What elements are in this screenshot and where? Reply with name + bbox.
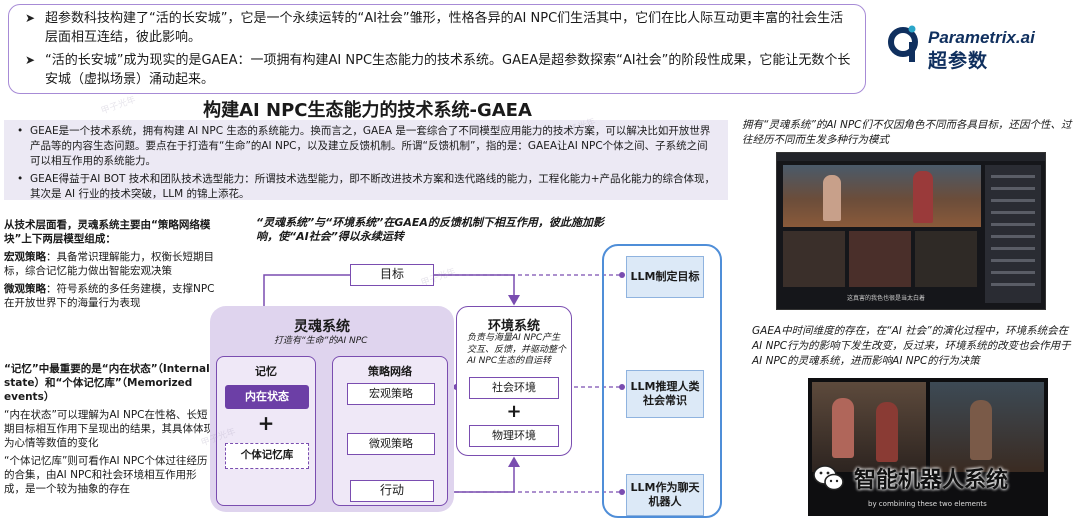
shot1-character-2 bbox=[913, 171, 933, 223]
shot2-subtitle: by combining these two elements bbox=[868, 500, 987, 508]
env-title: 环境系统 bbox=[487, 319, 540, 334]
parametrix-logo: Parametrix.ai 超参数 bbox=[886, 22, 1066, 72]
memory-module: 记忆 内在状态 + 个体记忆库 bbox=[216, 356, 316, 506]
micro-note: 微观策略：符号系统的多任务建模，支撑NPC在开放世界下的海量行为表现 bbox=[4, 282, 216, 310]
shot1-view-1 bbox=[783, 231, 845, 287]
env-plus: + bbox=[506, 401, 522, 422]
shot1-subtitle: 这真害的我色也很是当太白着 bbox=[847, 295, 926, 302]
micro-strategy-box: 微观策略 bbox=[347, 433, 435, 455]
gaea-description: GEAE是一个技术系统，拥有构建 AI NPC 生态的系统能力。换而言之，GAE… bbox=[4, 120, 728, 200]
strategy-intro: 从技术层面看，灵魂系统主要由“策略网络模块”上下两层模型组成： bbox=[4, 219, 211, 245]
gaea-bullet-1: GEAE是一个技术系统，拥有构建 AI NPC 生态的系统能力。换而言之，GAE… bbox=[14, 124, 718, 169]
game-screenshot-2: by combining these two elements bbox=[808, 378, 1048, 516]
shot1-topbar bbox=[777, 153, 1045, 161]
shot2-frame-1 bbox=[812, 382, 926, 472]
wechat-icon bbox=[813, 465, 844, 491]
shot1-view-3 bbox=[915, 231, 977, 287]
gaea-diagram: “灵魂系统”与“环境系统”在GAEA的反馈机制下相互作用，彼此施加影响，使“AI… bbox=[210, 206, 730, 520]
social-env-box: 社会环境 bbox=[469, 377, 559, 399]
logo-chinese: 超参数 bbox=[928, 50, 989, 72]
memory-title: “记忆”中最重要的是“内在状态”（Internal state）和“个体记忆库”… bbox=[4, 363, 210, 403]
intro-bullet-1: 超参数科技构建了“活的长安城”，它是一个永续运转的“AI社会”雏形，性格各异的A… bbox=[23, 9, 851, 47]
env-subtitle: 负责与海量AI NPC产生交互、反馈，并驱动整个AI NPC生态的自运转 bbox=[467, 333, 567, 366]
shot1-scene bbox=[783, 165, 981, 227]
macro-text: ：具备常识理解能力，权衡长短期目标，综合记忆能力做出智能宏观决策 bbox=[4, 251, 214, 277]
internal-state-box: 内在状态 bbox=[225, 385, 309, 409]
llm-reasoning-box: LLM推理人类社会常识 bbox=[626, 370, 704, 418]
llm-chatbot-box: LLM作为聊天机器人 bbox=[626, 474, 704, 516]
logo-english: Parametrix.ai bbox=[928, 28, 1035, 47]
soul-title: 灵魂系统 bbox=[294, 319, 350, 335]
section-title: 构建AI NPC生态能力的技术系统-GAEA bbox=[203, 100, 532, 121]
memory-title: 记忆 bbox=[255, 365, 277, 378]
llm-column: LLM制定目标 LLM推理人类社会常识 LLM作为聊天机器人 bbox=[602, 244, 722, 518]
internal-state-note: “内在状态”可以理解为AI NPC在性格、长短期目标相互作用下呈现出的结果，其具… bbox=[4, 409, 214, 449]
memory-bank-box: 个体记忆库 bbox=[225, 443, 309, 469]
macro-note: 宏观策略：具备常识理解能力，权衡长短期目标，综合记忆能力做出智能宏观决策 bbox=[4, 250, 216, 278]
micro-label: 微观策略 bbox=[4, 283, 46, 295]
macro-label: 宏观策略 bbox=[4, 251, 46, 263]
shot2-figure-1 bbox=[832, 398, 854, 458]
wechat-text: 智能机器人系统 bbox=[854, 468, 1009, 493]
intro-box: 超参数科技构建了“活的长安城”，它是一个永续运转的“AI社会”雏形，性格各异的A… bbox=[8, 4, 866, 94]
shot1-side-panel bbox=[985, 165, 1041, 303]
shot1-character-1 bbox=[823, 175, 841, 221]
shot2-figure-3 bbox=[970, 400, 992, 460]
memory-plus: + bbox=[257, 411, 275, 435]
llm-goal-box: LLM制定目标 bbox=[626, 256, 704, 298]
strategy-title: 策略网络 bbox=[368, 365, 412, 378]
shot2-frame-2 bbox=[930, 382, 1044, 472]
soul-subtitle: 打造有“生命”的AI NPC bbox=[274, 336, 368, 346]
diagram-caption: “灵魂系统”与“环境系统”在GAEA的反馈机制下相互作用，彼此施加影响，使“AI… bbox=[256, 216, 604, 243]
goal-box: 目标 bbox=[350, 264, 434, 286]
shot1-lower-views bbox=[783, 231, 981, 303]
strategy-notes: 从技术层面看，灵魂系统主要由“策略网络模块”上下两层模型组成： 宏观策略：具备常… bbox=[4, 218, 216, 314]
memory-notes: “记忆”中最重要的是“内在状态”（Internal state）和“个体记忆库”… bbox=[4, 362, 216, 500]
macro-strategy-box: 宏观策略 bbox=[347, 383, 435, 405]
intro-bullet-2: “活的长安城”成为现实的是GAEA：一项拥有构建AI NPC生态能力的技术系统。… bbox=[23, 51, 851, 89]
soul-system: 灵魂系统 打造有“生命”的AI NPC 记忆 内在状态 + 个体记忆库 策略网络… bbox=[210, 306, 454, 512]
right-caption-2: GAEA中时间维度的存在，在“AI 社会”的演化过程中，环境系统会在AI NPC… bbox=[752, 325, 1071, 367]
shot2-figure-2 bbox=[876, 402, 898, 462]
action-box: 行动 bbox=[350, 480, 434, 502]
micro-text: ：符号系统的多任务建模，支撑NPC在开放世界下的海量行为表现 bbox=[4, 283, 215, 309]
gaea-bullet-2: GEAE得益于AI BOT 技术和团队技术选型能力：所谓技术选型能力，即不断改进… bbox=[14, 172, 718, 202]
parametrix-logo-icon bbox=[888, 25, 918, 62]
memory-bank-note: “个体记忆库”则可看作AI NPC个体过往经历的合集，由AI NPC和社会环境相… bbox=[4, 455, 208, 495]
wechat-watermark: 智能机器人系统 bbox=[812, 460, 1008, 496]
game-screenshot-1: 这真害的我色也很是当太白着 bbox=[776, 152, 1046, 310]
right-caption-1: 拥有“灵魂系统”的AI NPC们不仅因角色不同而各具目标，还因个性、过往经历不同… bbox=[742, 119, 1072, 146]
shot1-view-2 bbox=[849, 231, 911, 287]
physical-env-box: 物理环境 bbox=[469, 425, 559, 447]
environment-system: 环境系统 负责与海量AI NPC产生交互、反馈，并驱动整个AI NPC生态的自运… bbox=[456, 306, 572, 456]
